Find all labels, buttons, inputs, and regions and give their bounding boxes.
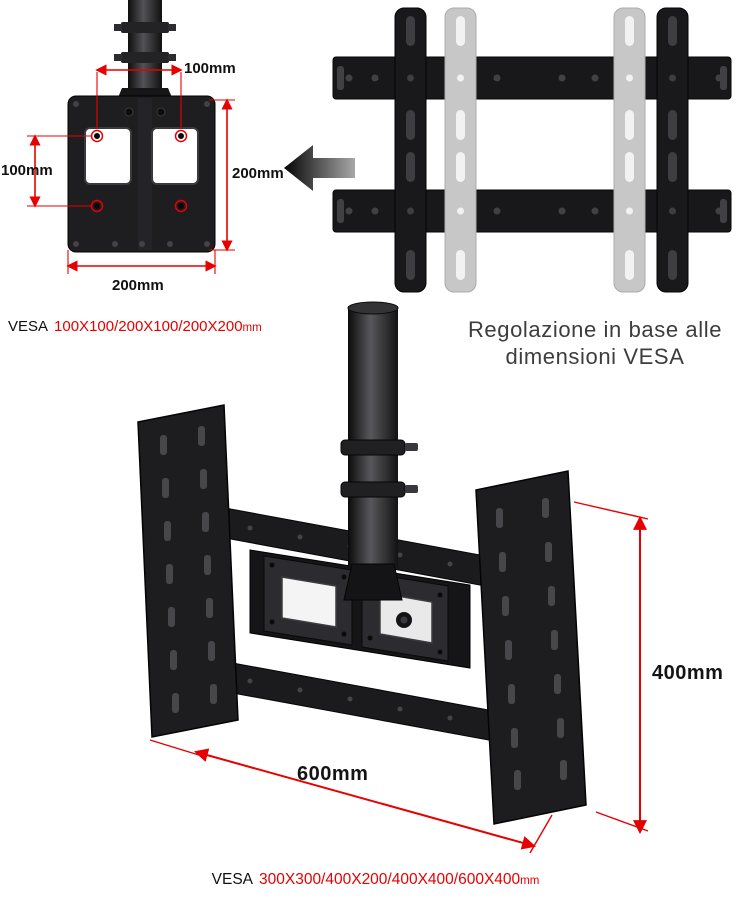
vesa-hole-markers bbox=[90, 129, 188, 213]
vesa-adapter-plate bbox=[67, 95, 216, 253]
caption-regolazione: Regolazione in base alle dimensioni VESA bbox=[425, 316, 751, 370]
dim-left-label: 100mm bbox=[1, 162, 53, 179]
vesa-small-values: 100X100/200X100/200X200 bbox=[54, 318, 243, 335]
ceiling-tv-mount-illustration bbox=[137, 301, 649, 854]
dim-bottom-label: 200mm bbox=[112, 277, 164, 294]
vesa-large-unit: mm bbox=[520, 875, 540, 887]
dim-top-label: 100mm bbox=[184, 60, 236, 77]
left-rail bbox=[137, 404, 239, 738]
vesa-large-label: VESA bbox=[211, 871, 253, 888]
vertical-bracket-dark-right bbox=[656, 7, 689, 293]
dim-400-label: 400mm bbox=[652, 662, 724, 684]
vesa-large-values: 300X300/400X200/400X400/600X400 bbox=[259, 871, 521, 888]
mount-dimension-lines bbox=[149, 501, 649, 854]
vertical-bracket-ghost-left bbox=[444, 7, 477, 293]
ceiling-pole-top bbox=[114, 0, 176, 100]
vertical-bracket-dark-left bbox=[394, 7, 427, 293]
caption-line2: dimensioni VESA bbox=[505, 344, 685, 369]
caption-line1: Regolazione in base alle bbox=[467, 317, 723, 342]
vesa-plate-dimension-diagram bbox=[27, 0, 235, 274]
arrow-left-icon bbox=[284, 145, 355, 191]
vertical-bracket-ghost-right bbox=[613, 7, 646, 293]
dim-right-label: 200mm bbox=[232, 165, 284, 182]
dimension-lines bbox=[27, 64, 235, 274]
right-rail bbox=[475, 470, 587, 825]
ceiling-pole bbox=[340, 301, 418, 601]
vesa-small-sizes-line: VESA 100X100/200X100/200X200mm bbox=[8, 318, 262, 335]
vesa-small-unit: mm bbox=[242, 322, 262, 334]
vesa-large-sizes-line: VESA 300X300/400X200/400X400/600X400mm bbox=[0, 871, 751, 889]
vesa-small-label: VESA bbox=[8, 318, 49, 335]
dim-600-label: 600mm bbox=[297, 763, 369, 785]
bracket-width-adjust-diagram bbox=[332, 7, 732, 293]
